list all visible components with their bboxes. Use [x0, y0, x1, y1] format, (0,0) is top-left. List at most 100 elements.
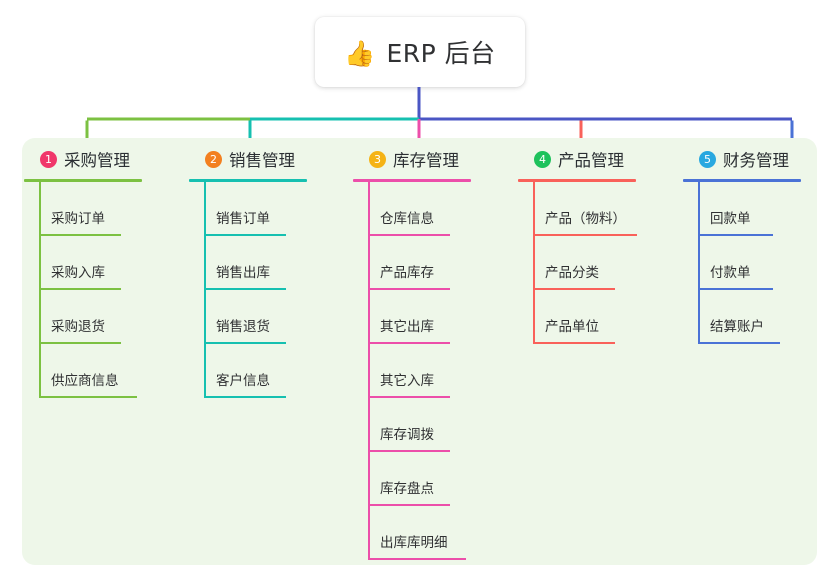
column-item[interactable]: 销售出库: [189, 236, 307, 290]
column-item-rule: [368, 342, 450, 344]
column-item-rule: [204, 396, 286, 398]
column-item-rule: [368, 234, 450, 236]
column-item[interactable]: 供应商信息: [24, 344, 142, 398]
column-1: 1 采购管理采购订单采购入库采购退货供应商信息: [24, 146, 142, 398]
column-number-badge: 5: [699, 150, 716, 168]
column-title: 产品管理: [558, 151, 624, 170]
column-item-label: 结算账户: [710, 319, 764, 335]
column-item[interactable]: 产品库存: [353, 236, 471, 290]
column-header[interactable]: 3 库存管理: [353, 146, 471, 172]
column-item-label: 采购订单: [51, 211, 105, 227]
column-item[interactable]: 产品单位: [518, 290, 636, 344]
column-item[interactable]: 出库库明细: [353, 506, 471, 560]
column-5: 5 财务管理回款单付款单结算账户: [683, 146, 801, 344]
column-item-label: 产品分类: [545, 265, 599, 281]
column-item-rule: [698, 288, 773, 290]
column-item-rule: [698, 342, 780, 344]
column-item-rule: [368, 558, 466, 560]
column-number-badge: 1: [40, 150, 57, 168]
column-items: 仓库信息产品库存其它出库其它入库库存调拨库存盘点出库库明细: [353, 182, 471, 560]
column-item-rule: [39, 396, 137, 398]
column-item[interactable]: 库存盘点: [353, 452, 471, 506]
column-item-label: 其它出库: [380, 319, 434, 335]
column-item[interactable]: 销售订单: [189, 182, 307, 236]
column-item-label: 销售退货: [216, 319, 270, 335]
column-item[interactable]: 结算账户: [683, 290, 801, 344]
column-item[interactable]: 产品分类: [518, 236, 636, 290]
column-header[interactable]: 1 采购管理: [24, 146, 142, 172]
column-item-rule: [533, 288, 615, 290]
column-header-rule: [24, 179, 142, 182]
column-spine: [204, 182, 206, 398]
column-item-rule: [533, 234, 637, 236]
column-item-rule: [204, 288, 286, 290]
column-item-label: 采购退货: [51, 319, 105, 335]
column-spine: [698, 182, 700, 344]
column-title: 库存管理: [393, 151, 459, 170]
column-items: 回款单付款单结算账户: [683, 182, 801, 344]
column-2: 2 销售管理销售订单销售出库销售退货客户信息: [189, 146, 307, 398]
column-item[interactable]: 采购订单: [24, 182, 142, 236]
column-item-rule: [39, 288, 121, 290]
column-items: 采购订单采购入库采购退货供应商信息: [24, 182, 142, 398]
column-item[interactable]: 回款单: [683, 182, 801, 236]
column-item-label: 销售订单: [216, 211, 270, 227]
column-header-rule: [683, 179, 801, 182]
column-header-rule: [189, 179, 307, 182]
column-item[interactable]: 其它入库: [353, 344, 471, 398]
column-item[interactable]: 客户信息: [189, 344, 307, 398]
diagram-panel: 1 采购管理采购订单采购入库采购退货供应商信息 2 销售管理销售订单销售出库销售退货客…: [22, 138, 817, 565]
column-items: 产品（物料） 产品分类产品单位: [518, 182, 637, 344]
column-item-label: 客户信息: [216, 373, 270, 389]
column-3: 3 库存管理仓库信息产品库存其它出库其它入库库存调拨库存盘点出库库明细: [353, 146, 471, 560]
column-item-label: 库存调拨: [380, 427, 434, 443]
column-item-label: 采购入库: [51, 265, 105, 281]
column-item-label: 产品（物料）: [545, 211, 626, 227]
column-title: 采购管理: [64, 151, 130, 170]
column-item-label: 产品库存: [380, 265, 434, 281]
column-spine: [39, 182, 41, 398]
column-item-rule: [368, 396, 450, 398]
column-item[interactable]: 采购入库: [24, 236, 142, 290]
column-title: 销售管理: [229, 151, 295, 170]
column-item-label: 库存盘点: [380, 481, 434, 497]
column-item-label: 其它入库: [380, 373, 434, 389]
column-header[interactable]: 2 销售管理: [189, 146, 307, 172]
root-node-label: ERP 后台: [386, 39, 496, 68]
column-item-label: 出库库明细: [380, 535, 448, 551]
column-title: 财务管理: [723, 151, 789, 170]
column-item-label: 仓库信息: [380, 211, 434, 227]
column-item[interactable]: 库存调拨: [353, 398, 471, 452]
column-item-rule: [39, 234, 121, 236]
column-number-badge: 2: [205, 150, 222, 168]
root-node-card[interactable]: 👍 ERP 后台: [315, 17, 525, 87]
column-item[interactable]: 采购退货: [24, 290, 142, 344]
column-item-rule: [39, 342, 121, 344]
column-number-badge: 3: [369, 150, 386, 168]
column-item-label: 产品单位: [545, 319, 599, 335]
column-header[interactable]: 4 产品管理: [518, 146, 636, 172]
column-item-rule: [204, 342, 286, 344]
column-item[interactable]: 付款单: [683, 236, 801, 290]
column-item[interactable]: 产品（物料）: [518, 182, 637, 236]
column-number-badge: 4: [534, 150, 551, 168]
column-spine: [533, 182, 535, 344]
column-header-rule: [353, 179, 471, 182]
column-item-rule: [368, 288, 450, 290]
thumbs-up-icon: 👍: [344, 38, 376, 68]
column-item-rule: [368, 504, 450, 506]
column-item[interactable]: 销售退货: [189, 290, 307, 344]
column-4: 4 产品管理产品（物料） 产品分类产品单位: [518, 146, 637, 344]
column-item[interactable]: 仓库信息: [353, 182, 471, 236]
column-item-label: 回款单: [710, 211, 751, 227]
column-item-rule: [698, 234, 773, 236]
column-item-rule: [533, 342, 615, 344]
column-header[interactable]: 5 财务管理: [683, 146, 801, 172]
column-item-rule: [368, 450, 450, 452]
column-item-rule: [204, 234, 286, 236]
column-spine: [368, 182, 370, 560]
column-item[interactable]: 其它出库: [353, 290, 471, 344]
column-header-rule: [518, 179, 636, 182]
column-items: 销售订单销售出库销售退货客户信息: [189, 182, 307, 398]
column-item-label: 供应商信息: [51, 373, 119, 389]
